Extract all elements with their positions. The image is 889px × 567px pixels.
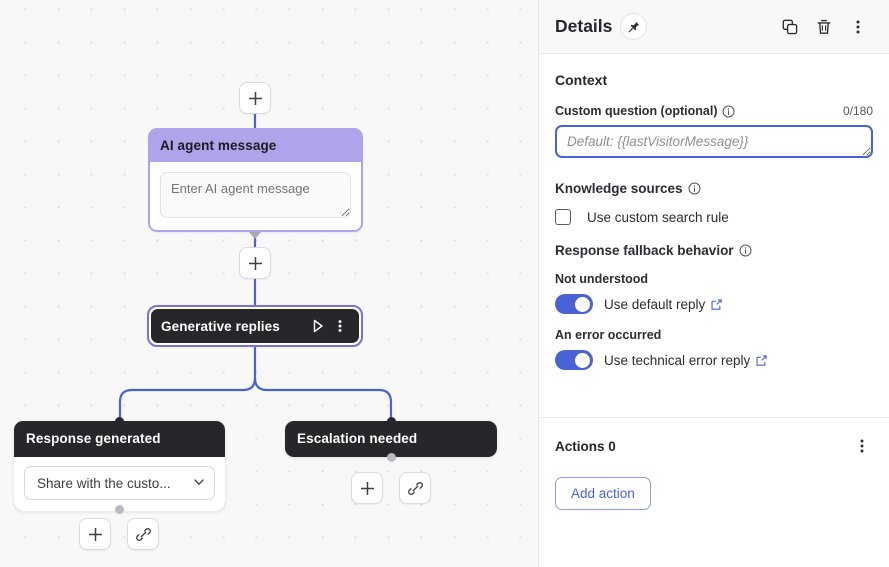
use-technical-error-reply-toggle[interactable] [555,350,593,370]
chevron-down-icon [192,475,206,492]
link-node-button-escalation[interactable] [399,472,431,504]
kebab-menu-icon[interactable] [843,12,873,42]
play-icon[interactable] [307,315,329,337]
node-response-generated-body: Share with the custo... [14,457,225,511]
use-custom-search-rule-checkbox[interactable] [555,209,571,225]
actions-title: Actions 0 [555,438,616,454]
link-icon [135,527,151,541]
use-custom-search-rule-row[interactable]: Use custom search rule [555,209,873,225]
info-icon[interactable] [739,244,752,257]
custom-question-input[interactable] [555,125,873,158]
node-escalation-output-port [387,453,396,462]
node-escalation-input-port [387,417,396,426]
info-icon[interactable] [722,105,735,118]
link-icon [407,481,423,495]
actions-section: Actions 0 Add action [539,418,889,526]
context-section-title: Context [555,72,608,88]
node-menu-kebab-icon[interactable] [329,315,351,337]
response-fallback-section: Response fallback behavior Not understoo… [555,243,873,370]
node-escalation-needed-title: Escalation needed [297,431,418,446]
node-response-output-port [115,505,124,514]
node-response-generated-title: Response generated [26,431,161,446]
add-node-button-middle[interactable] [239,247,271,279]
custom-question-counter: 0/180 [842,104,873,118]
link-node-button-response[interactable] [127,518,159,550]
custom-question-label: Custom question (optional) [555,104,718,118]
add-node-button-top[interactable] [239,82,271,114]
node-generative-replies[interactable]: Generative replies [147,305,363,347]
error-occurred-group-label: An error occurred [555,328,662,342]
details-panel-header: Details [539,0,889,54]
external-link-icon[interactable] [710,298,723,311]
add-node-button-response[interactable] [79,518,111,550]
copy-icon[interactable] [775,12,805,42]
details-panel-body: Context Custom question (optional) 0/180… [539,54,889,370]
plus-icon [88,527,102,541]
knowledge-sources-label-row: Knowledge sources [555,181,873,196]
node-response-generated[interactable]: Response generated Share with the custo.… [14,421,225,511]
external-link-icon[interactable] [755,354,768,367]
node-generative-replies-bar[interactable]: Generative replies [151,309,359,343]
response-fallback-label-row: Response fallback behavior [555,243,873,258]
node-ai-output-port [249,232,261,239]
knowledge-sources-section: Knowledge sources Use custom search rule [555,181,873,225]
use-default-reply-row: Use default reply [555,294,873,314]
knowledge-sources-label: Knowledge sources [555,181,683,196]
use-default-reply-toggle[interactable] [555,294,593,314]
node-ai-agent-message-title: AI agent message [150,130,361,162]
response-fallback-label: Response fallback behavior [555,243,734,258]
panel-divider [539,417,889,418]
response-share-select-value: Share with the custo... [37,475,171,491]
add-action-button[interactable]: Add action [555,477,651,510]
use-custom-search-rule-label: Use custom search rule [587,209,729,225]
info-icon[interactable] [688,182,701,195]
add-node-button-escalation[interactable] [351,472,383,504]
page-title: Details [555,16,613,36]
not-understood-group-label: Not understood [555,272,649,286]
details-panel: Details [538,0,889,567]
response-share-select[interactable]: Share with the custo... [24,466,215,500]
pin-icon[interactable] [620,13,648,40]
ai-agent-message-input[interactable] [160,172,351,218]
plus-icon [360,481,374,495]
use-technical-error-reply-row: Use technical error reply [555,350,873,370]
node-response-input-port [115,417,124,426]
node-escalation-needed[interactable]: Escalation needed [285,421,497,457]
plus-icon [248,91,262,105]
node-generative-replies-title: Generative replies [161,318,280,334]
actions-kebab-menu-icon[interactable] [850,434,874,458]
toggle-knob [575,296,590,312]
toggle-knob [575,352,590,368]
actions-header-row: Actions 0 [555,434,874,458]
node-ai-agent-message[interactable]: AI agent message [148,128,363,232]
flow-canvas[interactable]: AI agent message Generative replies [0,0,538,567]
use-default-reply-label: Use default reply [604,296,706,312]
use-technical-error-reply-label: Use technical error reply [604,352,751,368]
node-ai-agent-message-body [150,162,361,230]
plus-icon [248,256,262,270]
trash-icon[interactable] [809,12,839,42]
custom-question-label-row: Custom question (optional) 0/180 [555,104,873,118]
